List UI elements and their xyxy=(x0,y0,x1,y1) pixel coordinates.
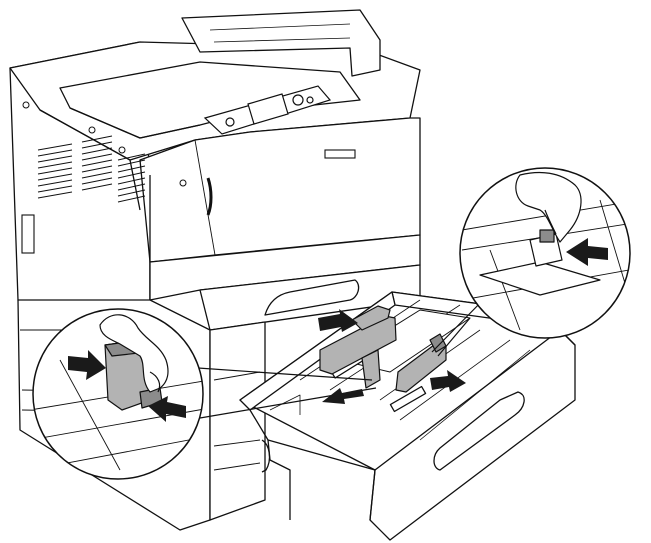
lcd-screen xyxy=(247,93,289,125)
left-callout-arrows xyxy=(68,350,186,422)
right-leader-bottom xyxy=(437,317,471,357)
arrow-guide-out-right xyxy=(430,370,466,392)
cassette-guides xyxy=(319,305,447,393)
right-callout-arrows xyxy=(566,238,608,266)
logo-plate xyxy=(324,149,356,159)
right-callout-hand xyxy=(515,171,582,243)
arrow-right-callout-press xyxy=(566,238,608,266)
arrow-left-callout-squeeze-a xyxy=(68,350,106,380)
left-edge-guide xyxy=(361,349,381,389)
control-panel xyxy=(203,85,332,135)
menu-button xyxy=(306,96,314,104)
arrow-guide-in-top xyxy=(318,309,358,332)
arrow-guide-out-left xyxy=(322,388,364,404)
side-port xyxy=(21,214,35,254)
side-vents xyxy=(22,101,187,203)
ok-button xyxy=(292,94,304,106)
tray-arrows xyxy=(318,309,466,404)
drawer-1-handle xyxy=(264,279,360,316)
right-callout xyxy=(459,167,631,339)
printer-rear-unit xyxy=(181,9,381,77)
power-button xyxy=(225,117,235,127)
floor-slot-2 xyxy=(389,385,427,413)
arrow-left-callout-squeeze-b xyxy=(148,396,186,422)
right-callout-release-tab xyxy=(539,229,555,243)
printer-body xyxy=(9,9,421,361)
left-callout xyxy=(32,308,204,480)
left-leader-top xyxy=(197,367,373,381)
cassette-front-handle xyxy=(433,391,525,471)
